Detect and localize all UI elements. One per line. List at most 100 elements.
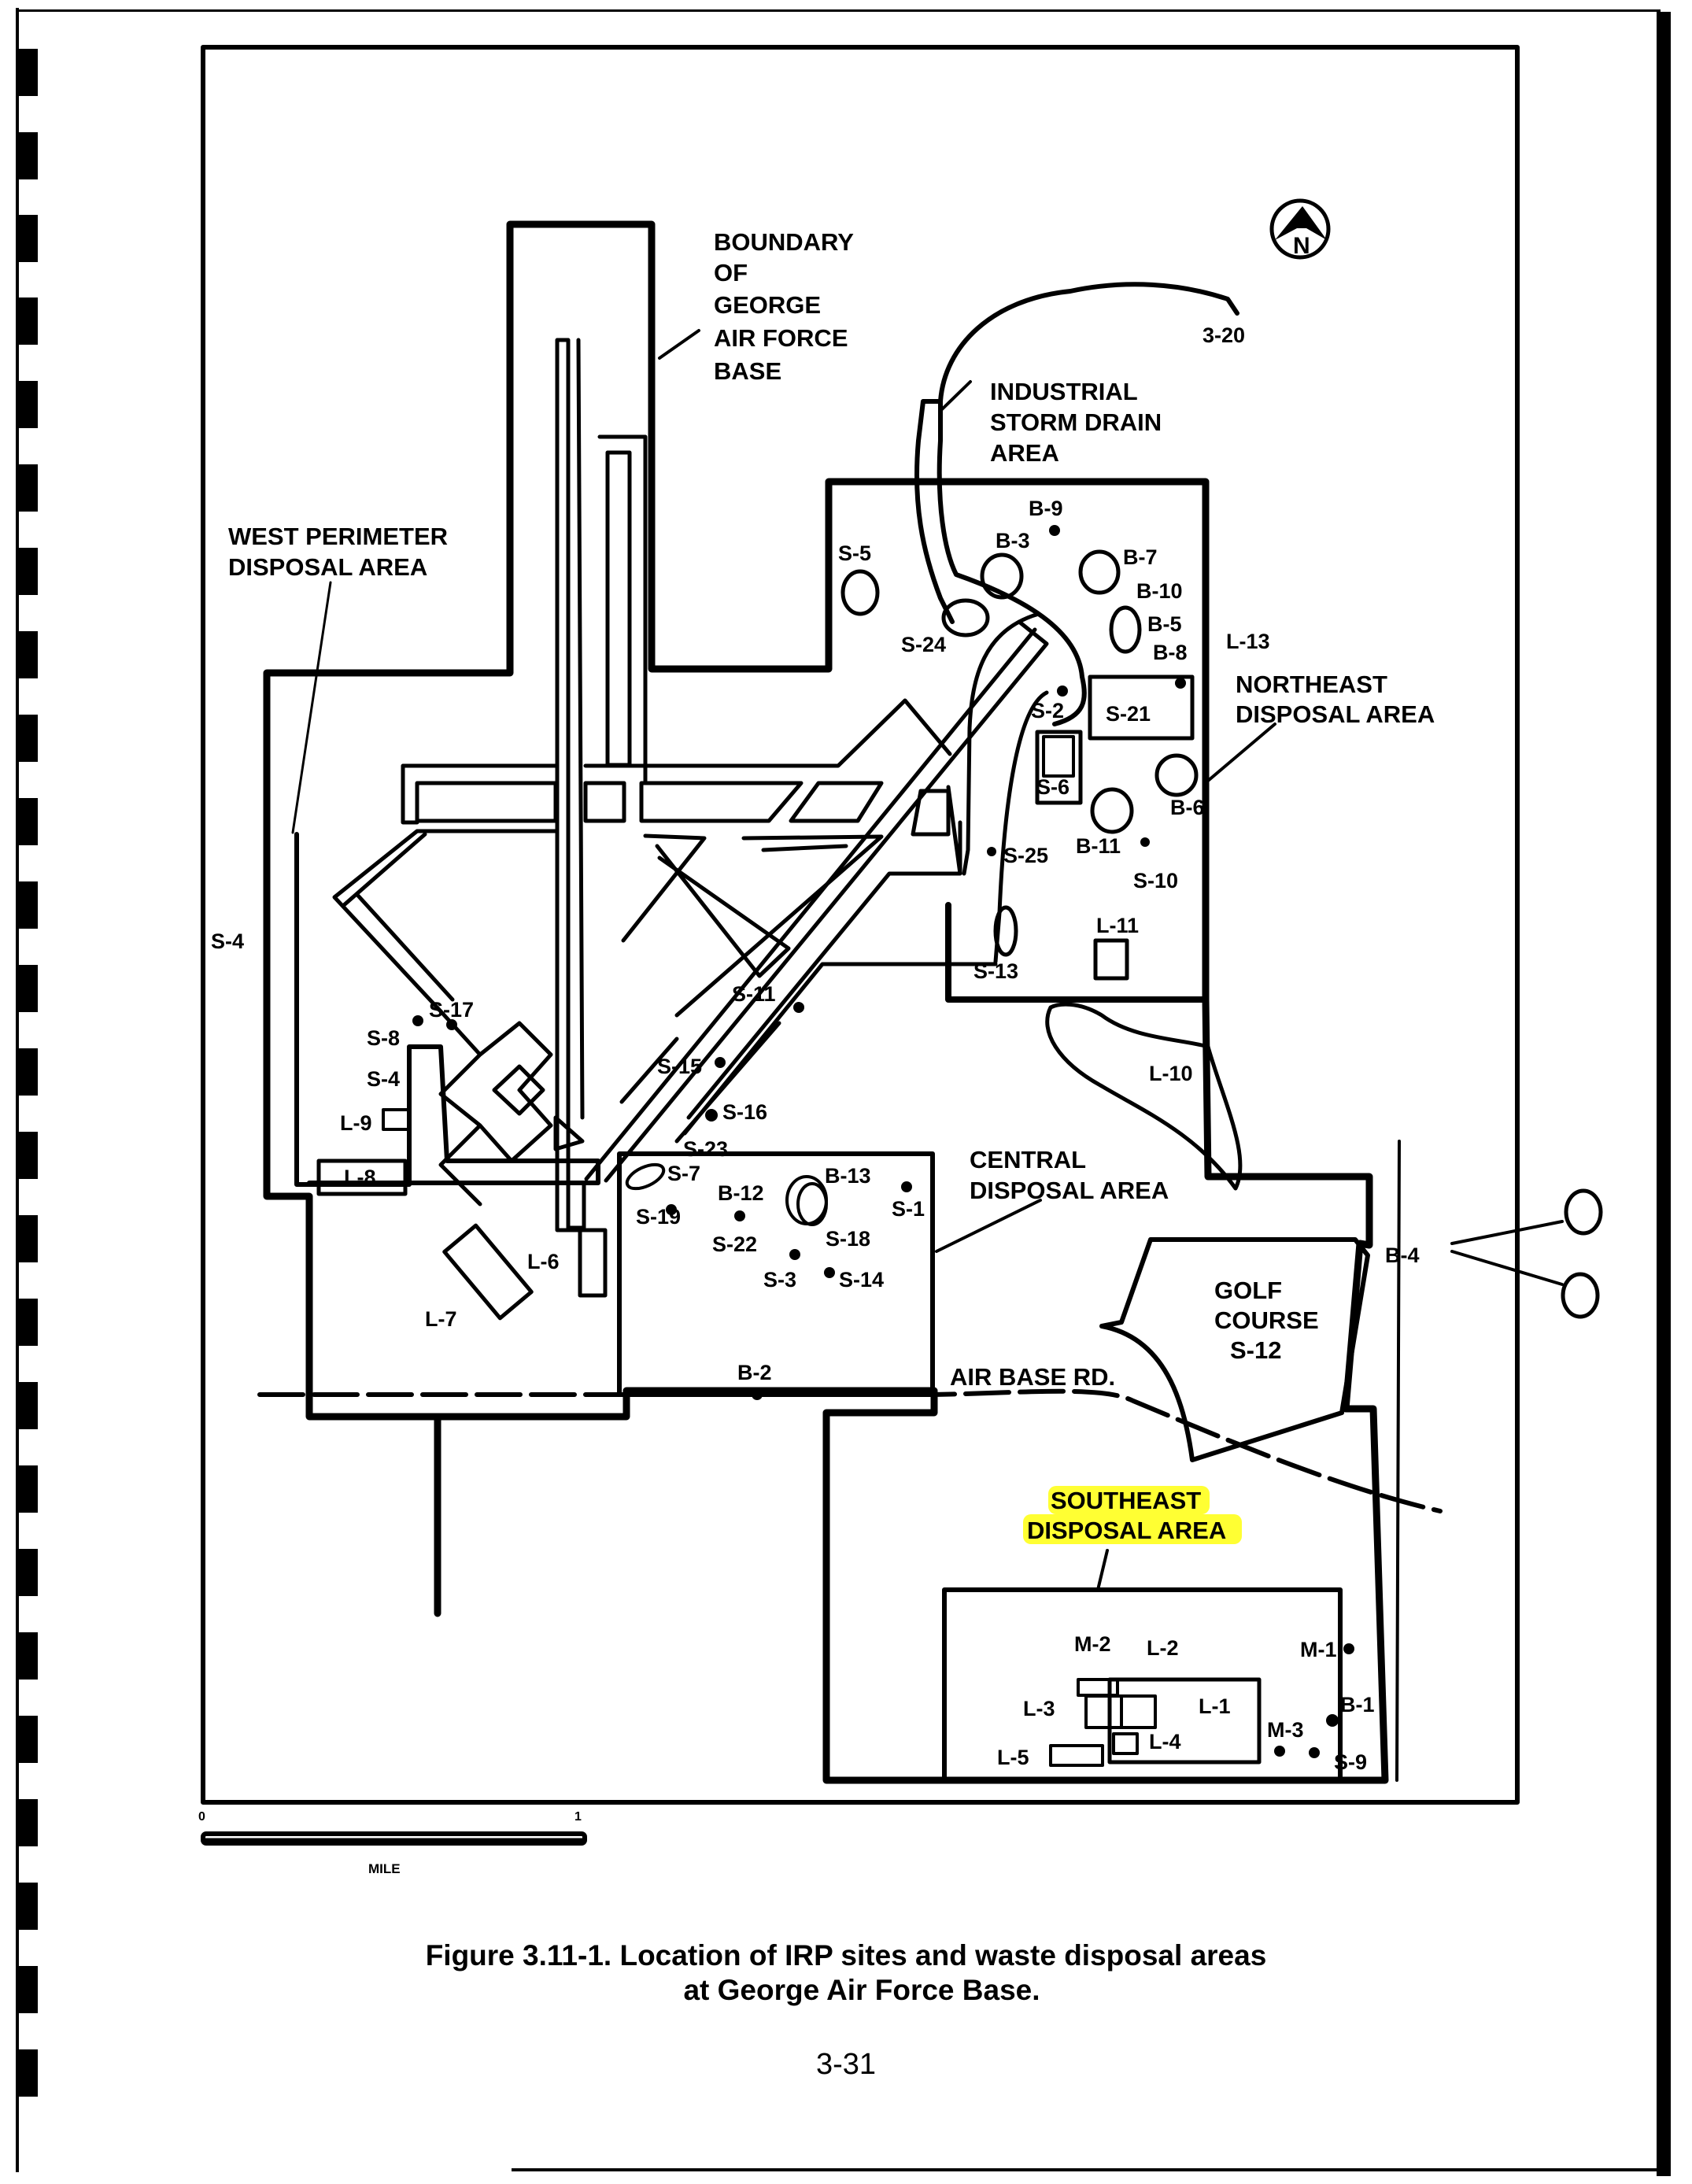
site-label: S-6: [1036, 775, 1070, 799]
west-perimeter-label-line2: DISPOSAL AREA: [228, 553, 427, 581]
binding-tab: [16, 1799, 38, 1846]
binding-tab: [16, 798, 38, 845]
southeast-label-line1: SOUTHEAST: [1051, 1487, 1201, 1514]
taxiway-x-crossing: [438, 1009, 585, 1207]
scale-bar-unit: MILE: [368, 1861, 401, 1876]
site-point-b2: [752, 1389, 763, 1400]
site-label: S-18: [826, 1227, 870, 1251]
taxiway-southeast-diagonal: [682, 785, 998, 1136]
site-b6-circle: [1154, 753, 1199, 797]
map-frame: [201, 45, 1520, 1805]
southeast-label-line2: DISPOSAL AREA: [1027, 1517, 1226, 1544]
site-s13-oval: [993, 905, 1018, 957]
site-label: L-8: [344, 1166, 376, 1189]
site-s5-circle: [840, 569, 880, 616]
site-b11-circle: [1090, 787, 1134, 834]
binding-tab: [16, 1716, 38, 1763]
binding-tab: [16, 965, 38, 1012]
taxiway-diagonal-central: [619, 833, 884, 1144]
site-label: S-2: [1031, 699, 1064, 722]
binding-tab: [16, 548, 38, 595]
site-label: S-16: [722, 1100, 767, 1124]
site-point-s10: [1140, 837, 1150, 847]
southeast-label-highlight: [1023, 1514, 1242, 1544]
site-label: L-3: [1023, 1697, 1055, 1720]
site-s6-box: [1035, 730, 1083, 805]
site-label: B-12: [718, 1181, 764, 1205]
boundary-label-line1: BOUNDARY: [714, 228, 854, 256]
site-point-s1: [901, 1181, 912, 1192]
site-label: B-13: [825, 1164, 871, 1188]
site-s7-oval: [625, 1162, 666, 1191]
site-label: B-8: [1153, 641, 1188, 664]
site-label: S-8: [367, 1026, 400, 1050]
southeast-leader-arrow: [1096, 1549, 1109, 1591]
site-point-m3: [1274, 1746, 1285, 1757]
southeast-disposal-area-outline: [942, 1587, 1343, 1783]
site-point-s9: [1309, 1747, 1320, 1758]
site-l4-box: [1112, 1732, 1139, 1755]
site-label: B-1: [1340, 1693, 1375, 1717]
storm-drain-label-line1: INDUSTRIAL: [990, 378, 1138, 405]
taxiway-diagonal-west: [332, 829, 558, 1014]
binding-tab: [16, 297, 38, 345]
site-label: S-7: [667, 1162, 700, 1185]
binding-tab: [16, 631, 38, 678]
page-edge-top: [16, 9, 1661, 12]
site-label: S-21: [1106, 702, 1151, 726]
golf-course-label-line2: COURSE: [1214, 1306, 1319, 1334]
binding-tab: [16, 2049, 38, 2097]
site-label: S-24: [901, 633, 946, 656]
site-label: S-3: [763, 1268, 796, 1292]
site-point-b1: [1326, 1714, 1339, 1727]
binding-tab: [16, 49, 38, 96]
site-label: S-19: [636, 1205, 681, 1229]
site-point-b8: [1175, 678, 1186, 689]
site-label: S-25: [1003, 844, 1048, 867]
binding-tab: [16, 132, 38, 179]
site-label: S-15: [657, 1055, 702, 1078]
site-label: S-11: [732, 982, 776, 1006]
site-label: B-2: [737, 1361, 772, 1384]
site-b4-well-north: [1564, 1188, 1603, 1236]
binding-tab: [16, 1465, 38, 1513]
site-label: B-3: [996, 529, 1030, 552]
site-label: L-4: [1149, 1730, 1181, 1753]
boundary-leader-arrow: [658, 329, 700, 360]
site-point-s2: [1057, 686, 1068, 697]
site-point-s22: [734, 1210, 745, 1221]
north-arrow-letter: N: [1293, 233, 1310, 259]
site-label: S-13: [973, 959, 1018, 983]
taxiway-east-west: [401, 698, 952, 837]
figure-caption-line1: Figure 3.11-1. Location of IRP sites and…: [425, 1939, 1267, 1972]
boundary-label-line2: OF: [714, 259, 748, 286]
site-label: S-4: [211, 929, 244, 953]
site-label: L-11: [1096, 914, 1139, 937]
site-label: B-10: [1136, 579, 1183, 603]
site-point-s25: [987, 847, 996, 856]
site-label: L-2: [1147, 1636, 1179, 1660]
runway-main: [555, 338, 586, 1232]
site-label: L-1: [1199, 1694, 1231, 1718]
site-label: B-9: [1029, 497, 1063, 520]
binding-tab: [16, 1549, 38, 1596]
site-label: B-6: [1170, 796, 1205, 819]
binding-tab: [16, 1048, 38, 1096]
site-l6-box: [578, 1228, 608, 1298]
air-base-road: [257, 1388, 1443, 1513]
boundary-label-line3: GEORGE: [714, 291, 821, 319]
site-point-s14: [824, 1267, 835, 1278]
site-l9-box: [382, 1108, 410, 1131]
scale-bar-start: 0: [198, 1810, 205, 1824]
site-point-m1: [1343, 1643, 1354, 1654]
northeast-leader-arrow: [1206, 722, 1276, 782]
site-label: S-17: [429, 998, 474, 1022]
site-label: L-7: [425, 1307, 457, 1331]
site-label: M-1: [1300, 1638, 1337, 1661]
site-point-s8: [412, 1015, 423, 1026]
binding-tab: [16, 381, 38, 428]
taxiway-diagonal-main: [584, 619, 1049, 1183]
site-point-s16: [705, 1109, 718, 1122]
site-label: S-4: [367, 1067, 400, 1091]
